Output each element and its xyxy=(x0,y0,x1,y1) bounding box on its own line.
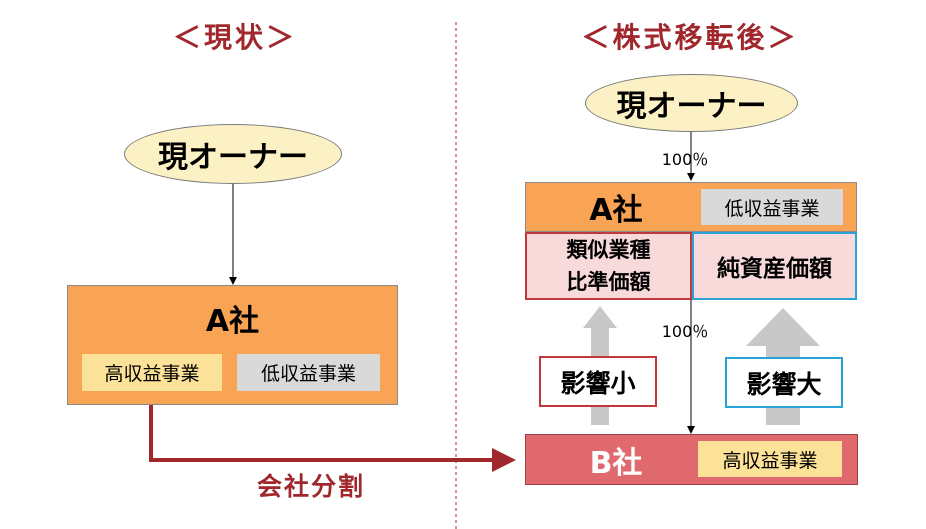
current-state-heading: ＜現状＞ xyxy=(172,21,297,54)
impact-small-label: 影響小 xyxy=(539,356,657,407)
company-split-label: 会社分割 xyxy=(256,472,365,501)
high-profit-business-tag-after: 高収益事業 xyxy=(698,441,842,477)
similar-industry-price-line2: 比準価額 xyxy=(566,270,651,294)
company-a-box-after: A社 低収益事業 xyxy=(525,182,857,232)
company-a-box-current: A社 高収益事業 低収益事業 xyxy=(67,285,398,405)
company-split-arrow xyxy=(149,394,516,472)
company-a-after-label: A社 xyxy=(589,193,643,228)
after-owner-ellipse: 現オーナー xyxy=(585,74,798,132)
low-profit-business-tag-after: 低収益事業 xyxy=(701,189,843,225)
company-b-label: B社 xyxy=(589,445,643,481)
high-profit-business-tag: 高収益事業 xyxy=(82,354,222,391)
impact-large-label: 影響大 xyxy=(725,357,843,408)
pct-a-to-b: 100％ xyxy=(661,322,709,341)
net-asset-price-box: 純資産価額 xyxy=(692,232,857,300)
similar-industry-price-box: 類似業種 比準価額 xyxy=(525,232,692,300)
after-transfer-heading: ＜株式移転後＞ xyxy=(581,21,799,54)
company-b-box: B社 高収益事業 xyxy=(525,434,858,485)
pct-owner-to-a: 100％ xyxy=(661,150,709,169)
current-owner-ellipse: 現オーナー xyxy=(124,124,342,184)
low-profit-business-tag: 低収益事業 xyxy=(237,354,380,391)
similar-industry-price-line1: 類似業種 xyxy=(566,238,651,262)
company-a-label: A社 xyxy=(205,304,260,339)
